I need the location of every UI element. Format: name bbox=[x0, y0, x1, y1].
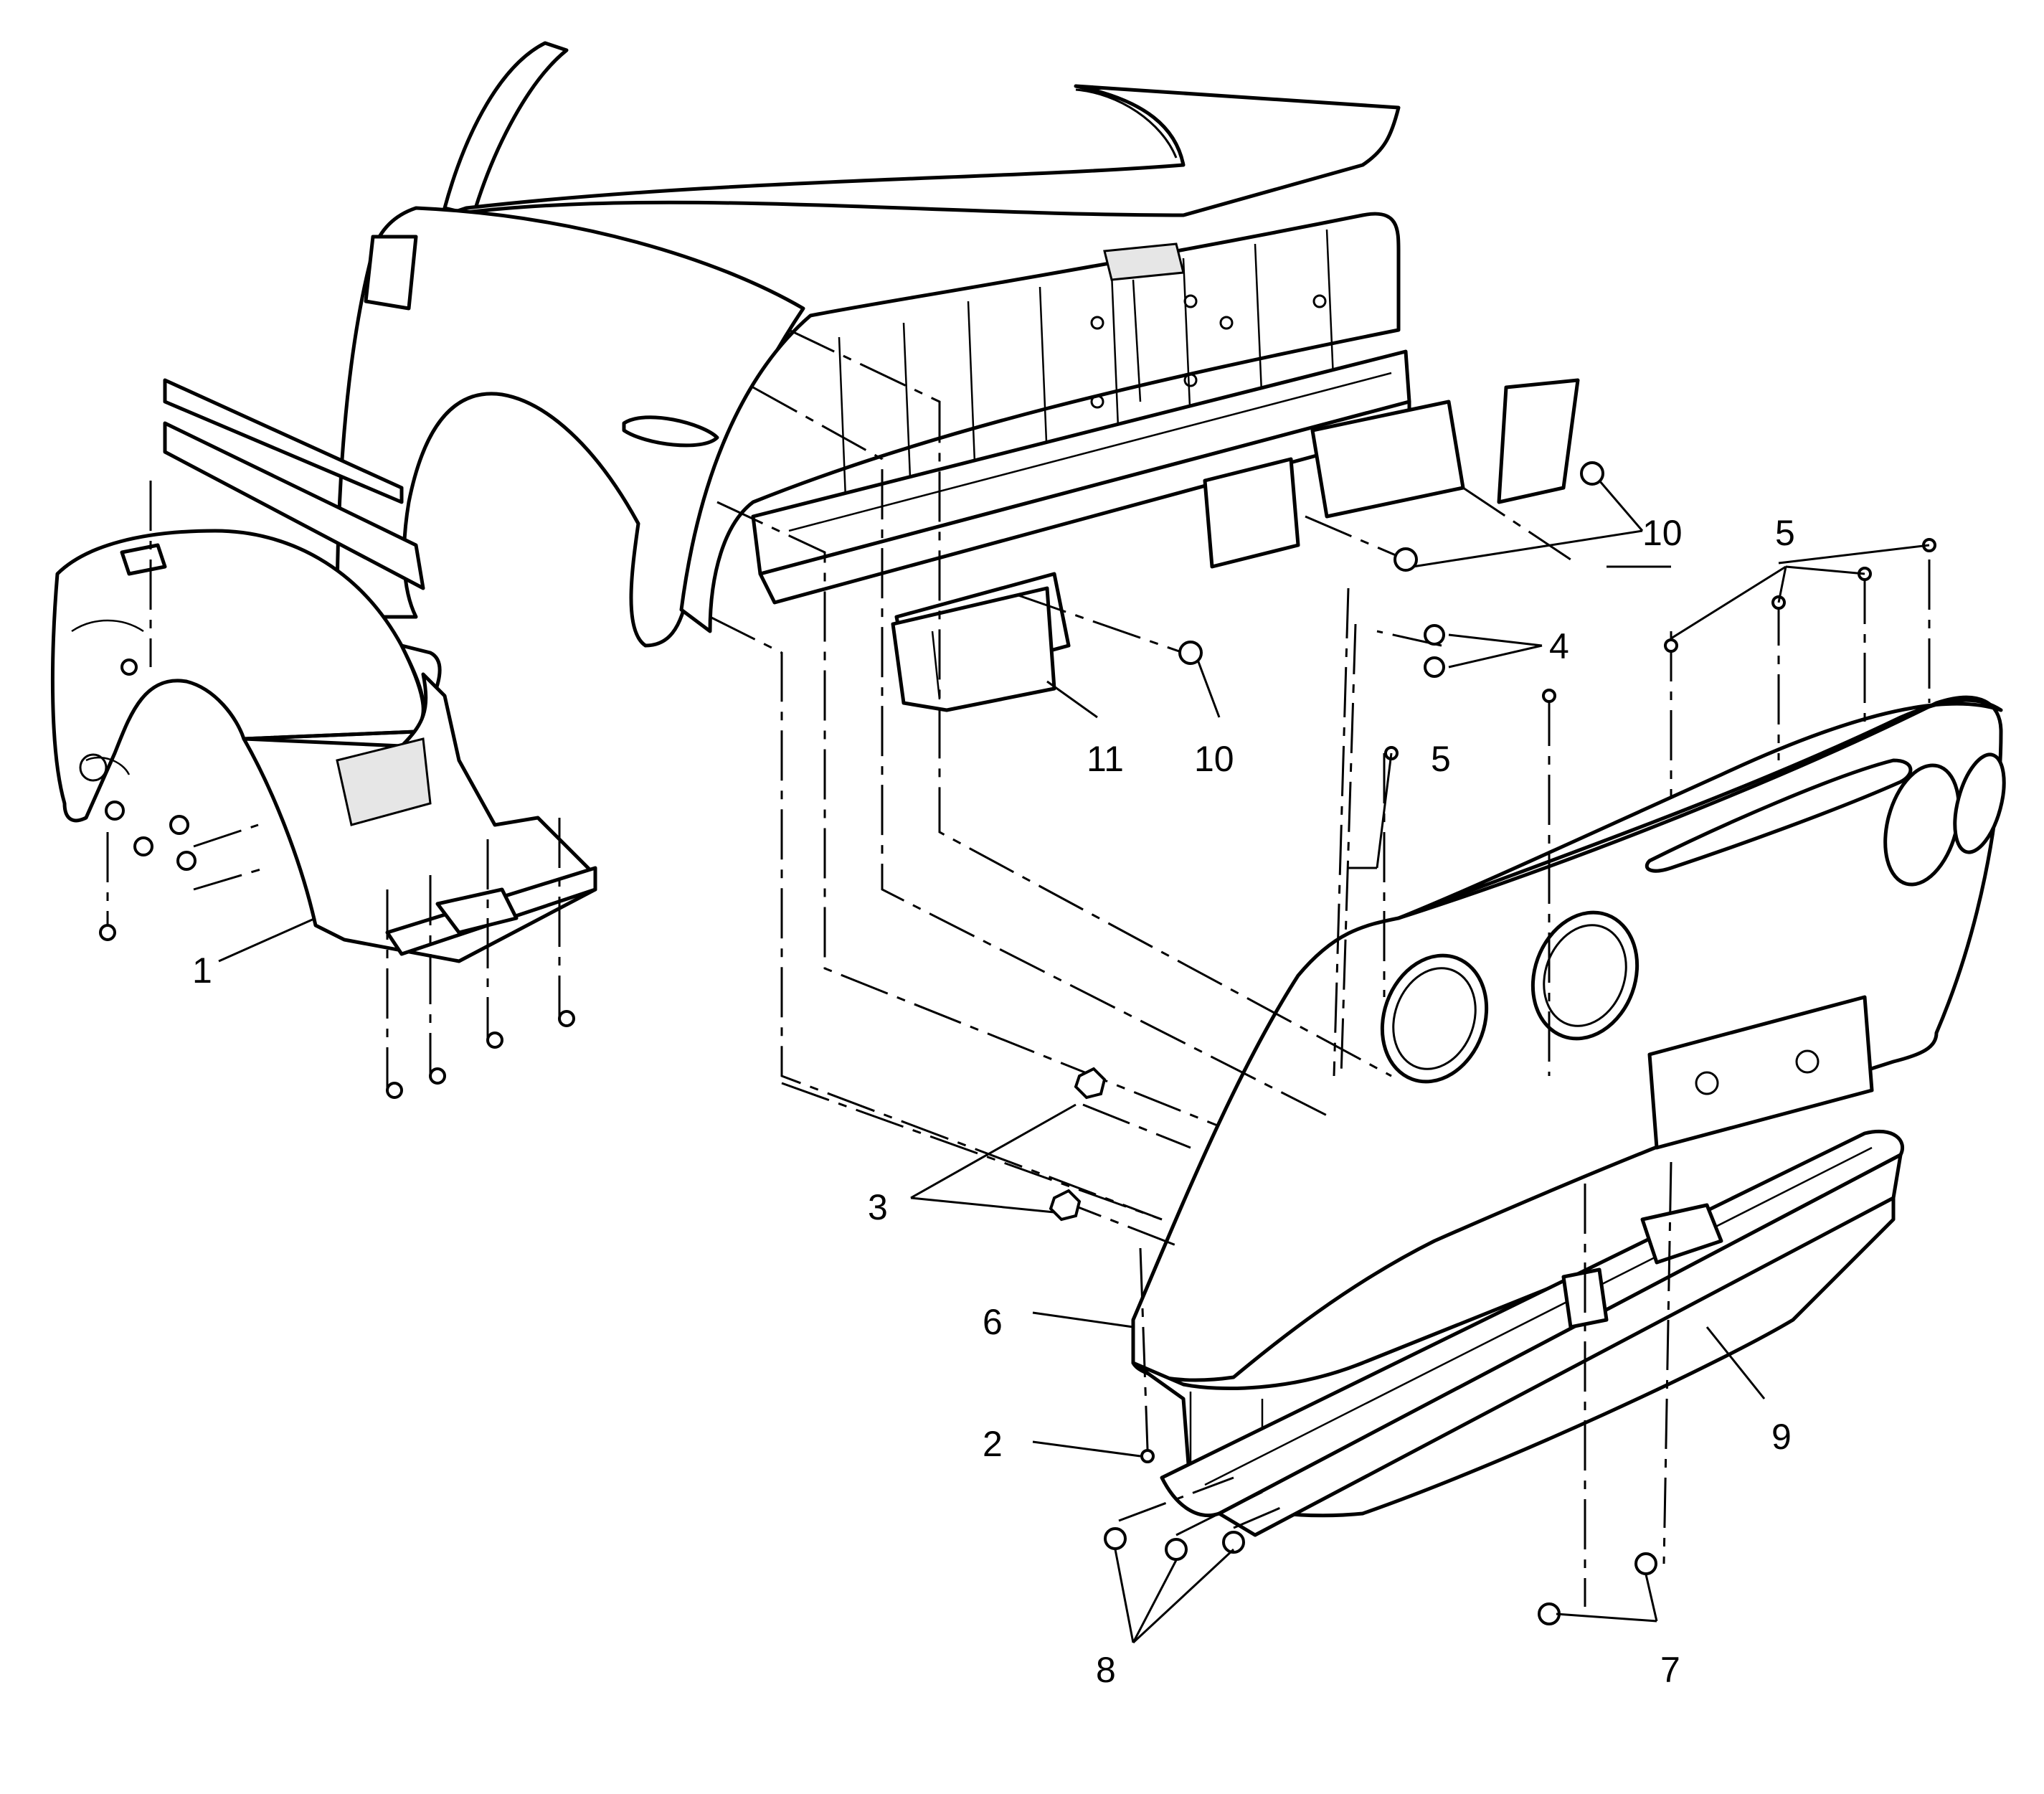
rear-body-structure bbox=[163, 41, 1580, 712]
fasteners bbox=[99, 461, 1936, 1625]
callout-5-top: 5 bbox=[1775, 513, 1795, 553]
callout-5-side: 5 bbox=[1431, 739, 1451, 779]
callout-2: 2 bbox=[983, 1424, 1003, 1464]
callout-11: 11 bbox=[1087, 739, 1124, 779]
callout-6: 6 bbox=[983, 1302, 1003, 1342]
callout-10-top: 10 bbox=[1642, 513, 1683, 553]
callout-10-bottom: 10 bbox=[1194, 739, 1234, 779]
callout-leaders bbox=[218, 480, 1930, 1644]
callout-8: 8 bbox=[1096, 1650, 1116, 1690]
callout-labels: 1 2 3 4 5 5 6 7 8 9 10 10 11 bbox=[192, 513, 1795, 1690]
fastener-alignment-lines bbox=[106, 481, 1931, 1607]
wheelhouse-liner bbox=[50, 529, 597, 963]
callout-4: 4 bbox=[1549, 626, 1569, 666]
callout-9: 9 bbox=[1771, 1417, 1792, 1457]
bumper-impact-bar bbox=[1160, 1129, 1904, 1537]
callout-3: 3 bbox=[868, 1187, 888, 1227]
rear-bumper-fascia bbox=[1131, 695, 2006, 1518]
callout-1: 1 bbox=[192, 950, 212, 991]
callout-7: 7 bbox=[1660, 1650, 1680, 1690]
